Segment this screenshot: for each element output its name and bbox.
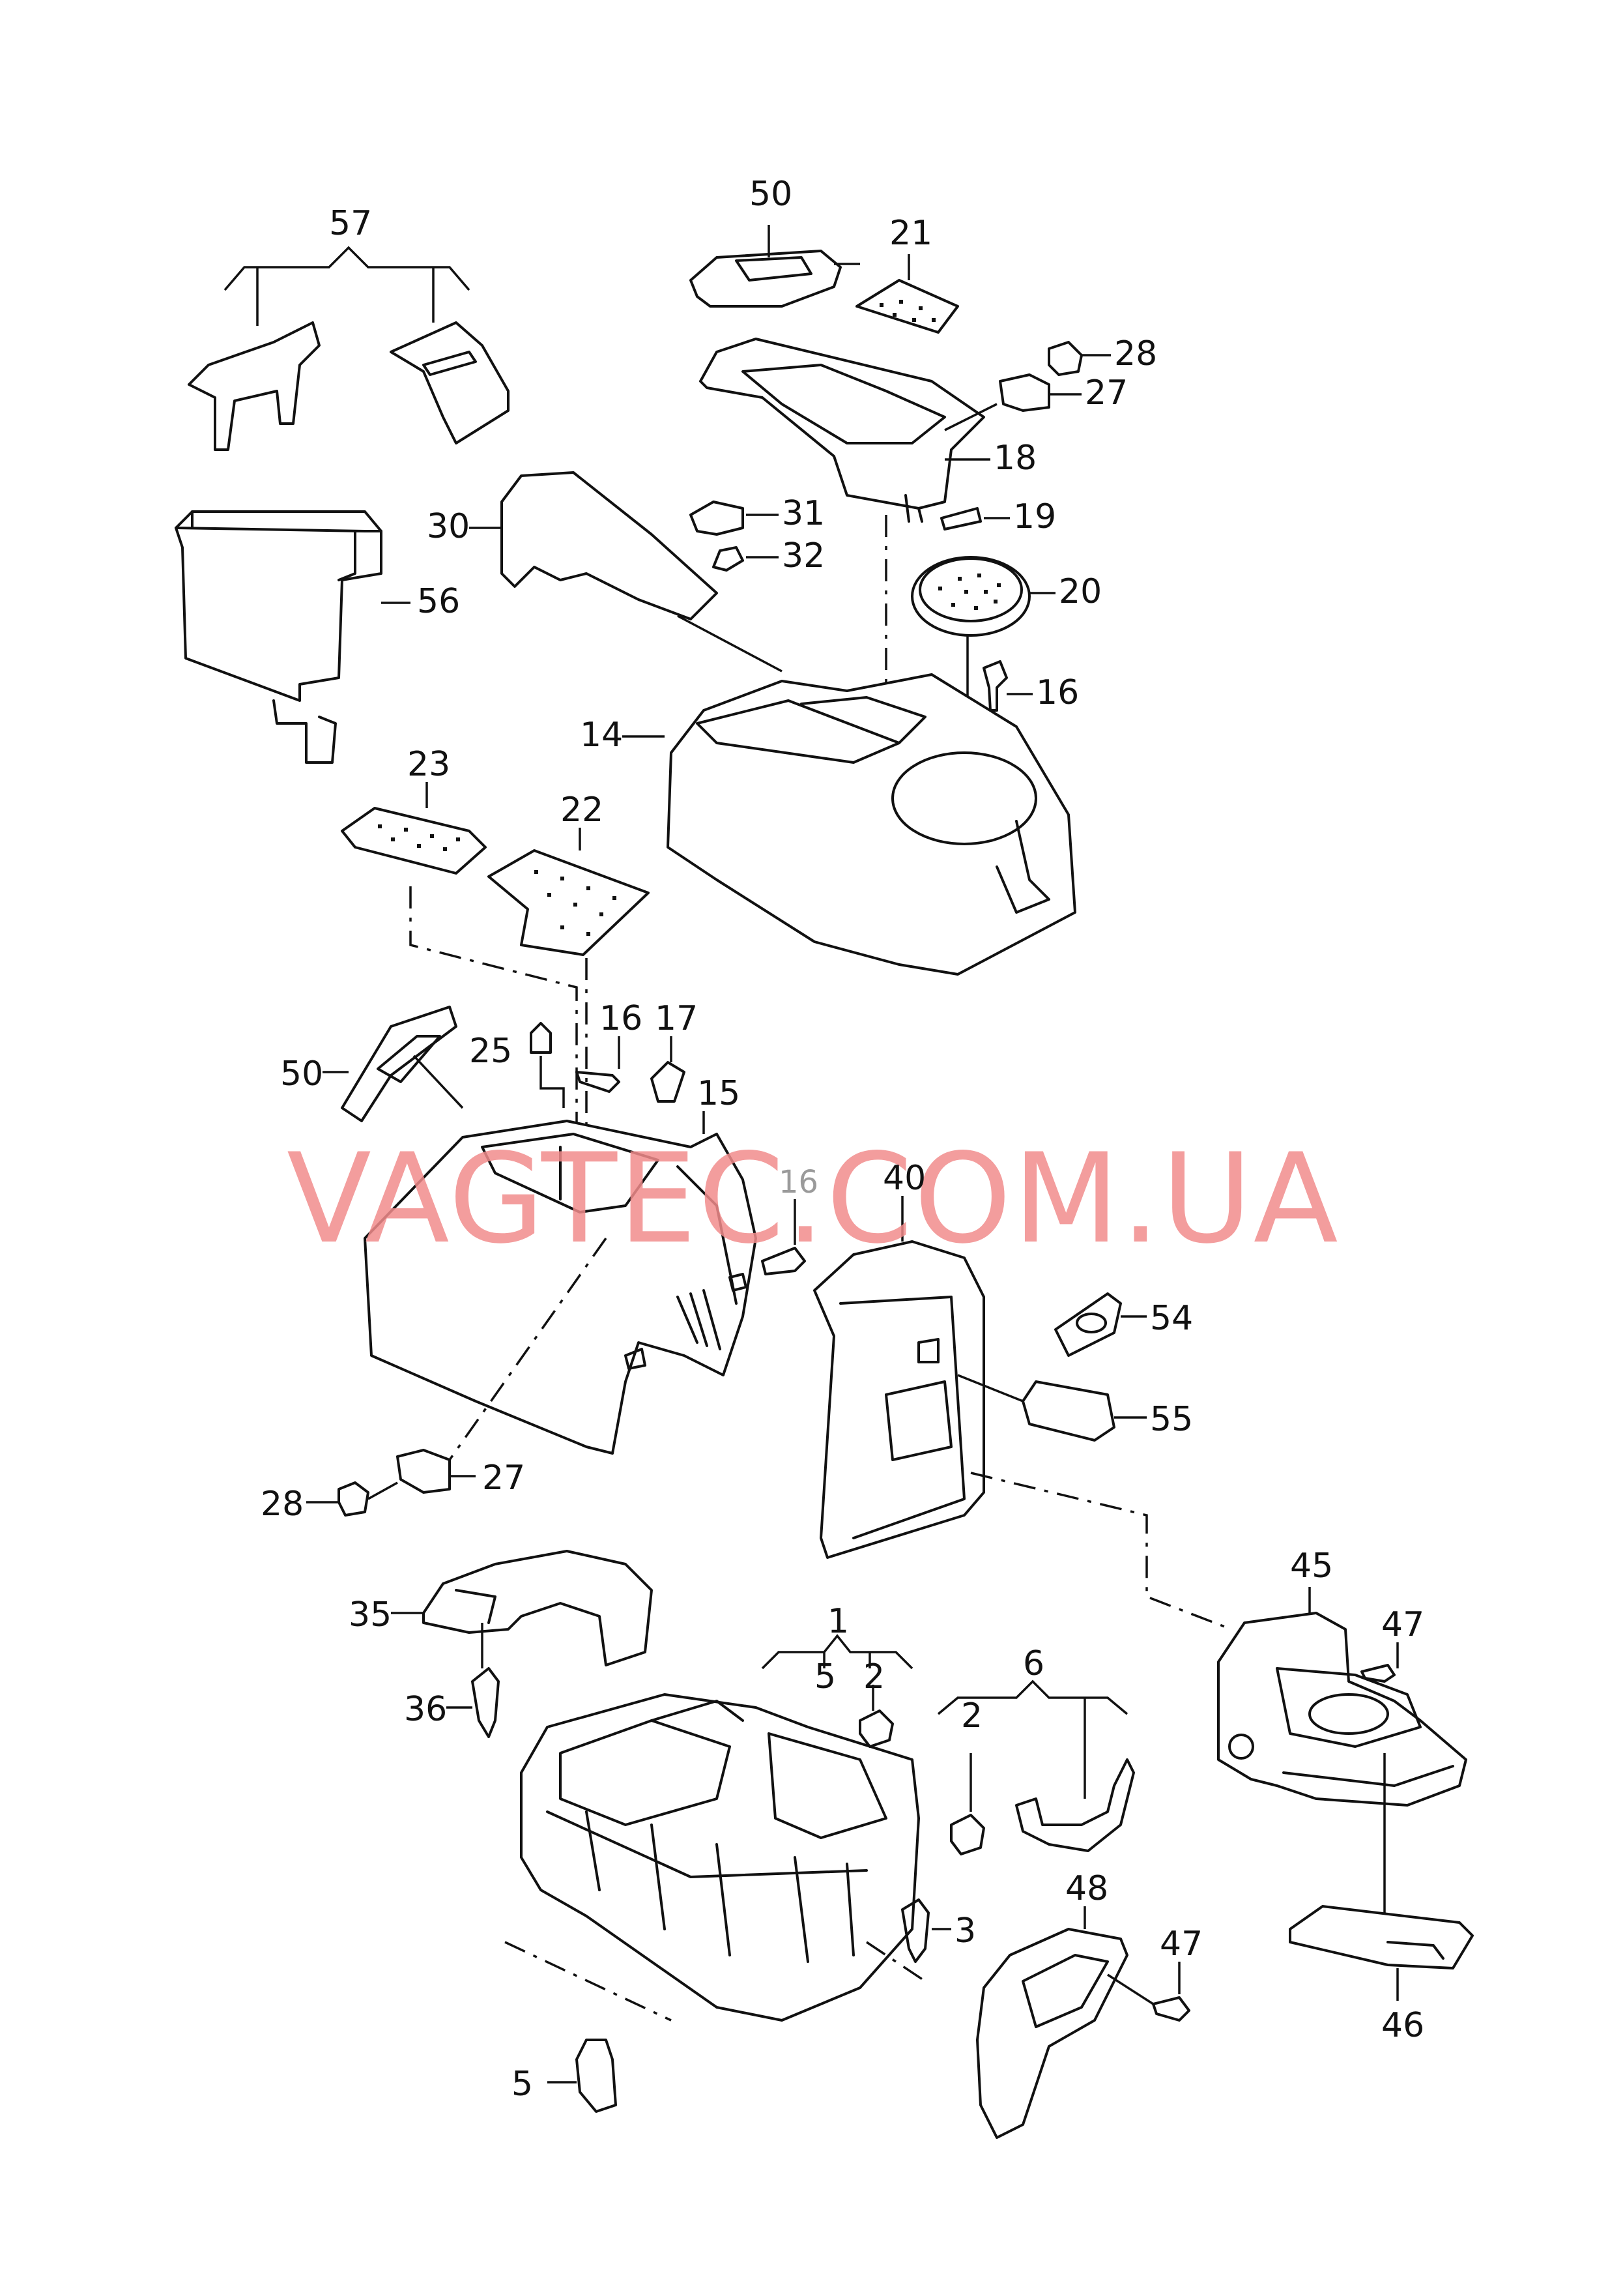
callout-5-top: 5 (814, 1657, 836, 1696)
callout-16-mid: 16 (599, 999, 642, 1038)
part-30 (469, 471, 783, 673)
callout-50-lower: 50 (280, 1054, 323, 1094)
callout-45: 45 (1290, 1547, 1333, 1586)
callout-47-bottom: 47 (1160, 1925, 1203, 1964)
callout-32: 32 (782, 536, 825, 575)
part-27-28-top (944, 341, 1111, 431)
part-55 (957, 1374, 1147, 1442)
callout-17: 17 (655, 999, 698, 1038)
callout-50-top: 50 (749, 175, 792, 214)
callout-21: 21 (889, 214, 932, 253)
part-56 (175, 510, 410, 764)
callout-22: 22 (560, 791, 603, 830)
callout-46: 46 (1381, 2006, 1424, 2045)
part-16-grey (761, 1199, 806, 1275)
part-23 (341, 782, 487, 875)
part-50-top (689, 225, 860, 308)
part-25 (530, 1022, 565, 1108)
part-16-mid (575, 1036, 620, 1093)
callout-6: 6 (1023, 1644, 1044, 1683)
callout-27-lower: 27 (482, 1459, 525, 1498)
part-3 (901, 1898, 951, 1963)
part-32 (712, 546, 779, 572)
part-17 (650, 1036, 685, 1103)
callout-1: 1 (827, 1602, 849, 1641)
callout-2-top: 2 (863, 1657, 885, 1696)
part-19 (940, 507, 1010, 530)
part-36 (446, 1667, 500, 1738)
part-46 (1289, 1905, 1474, 2001)
callout-47-top: 47 (1381, 1605, 1424, 1644)
part-45 (1217, 1587, 1467, 1949)
callout-55: 55 (1150, 1400, 1193, 1439)
callout-48: 48 (1065, 1869, 1108, 1908)
callout-31: 31 (782, 494, 825, 533)
callout-20: 20 (1059, 572, 1102, 611)
callout-16-top: 16 (1036, 673, 1079, 712)
part-14 (622, 673, 1076, 976)
part-47-b (1152, 1962, 1190, 2022)
callout-5-bottom: 5 (511, 2065, 533, 2104)
callout-23: 23 (407, 745, 450, 784)
callout-36: 36 (404, 1690, 447, 1729)
callout-16-grey: 16 (779, 1164, 818, 1200)
callout-14: 14 (580, 716, 623, 755)
callout-18: 18 (994, 439, 1037, 478)
callout-35: 35 (349, 1595, 392, 1635)
part-22 (487, 828, 650, 956)
callout-25: 25 (469, 1032, 512, 1071)
part-40 (813, 1196, 1232, 1631)
part-1 (504, 1634, 926, 2022)
part-15 (364, 1111, 757, 1461)
part-27-28-lower (306, 1449, 476, 1517)
callout-57: 57 (329, 204, 372, 243)
part-54 (1054, 1292, 1147, 1357)
callout-19: 19 (1013, 497, 1056, 536)
callout-56: 56 (417, 582, 460, 621)
callout-3: 3 (955, 1911, 976, 1951)
part-18 (699, 338, 990, 717)
callout-30: 30 (427, 507, 470, 546)
part-5 (547, 2039, 617, 2113)
part-31 (689, 501, 779, 536)
callout-40: 40 (883, 1159, 926, 1198)
dash-line-mats (409, 886, 578, 1219)
part-48 (976, 1906, 1154, 2139)
part-2-b (950, 1753, 985, 1855)
part-47-a (1360, 1642, 1399, 1683)
part-6 (937, 1679, 1135, 1852)
part-21 (855, 254, 959, 334)
callout-27-top: 27 (1085, 373, 1128, 413)
callout-15: 15 (697, 1074, 740, 1113)
part-2-a (859, 1685, 894, 1748)
callout-2-right: 2 (961, 1696, 983, 1736)
callout-28-lower: 28 (261, 1485, 304, 1524)
watermark: VAGTEC.COM.UA (287, 1127, 1340, 1271)
part-57 (188, 246, 510, 451)
callout-28-top: 28 (1114, 334, 1157, 373)
part-35 (391, 1550, 653, 1668)
callout-54: 54 (1150, 1299, 1193, 1338)
part-50-lower (323, 1006, 464, 1122)
